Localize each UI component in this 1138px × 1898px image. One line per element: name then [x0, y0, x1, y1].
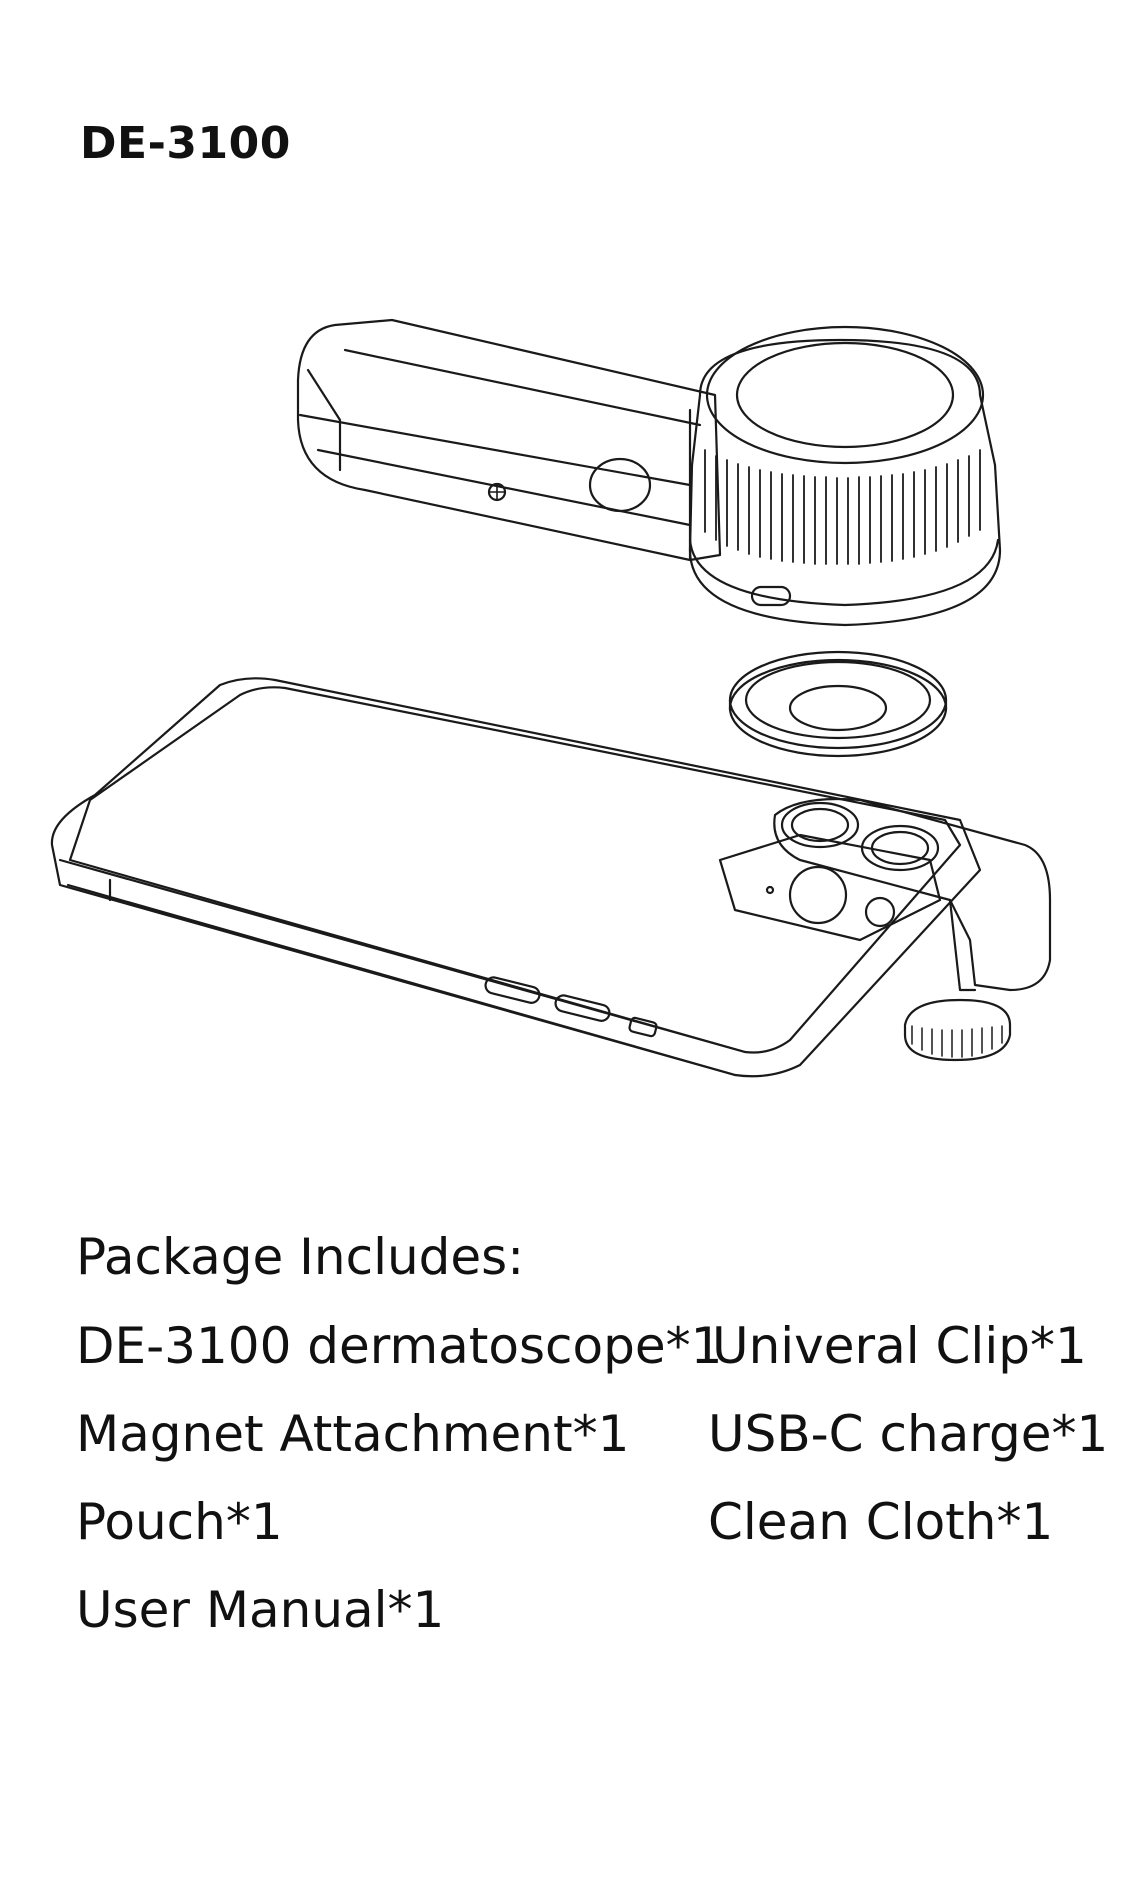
- package-heading: Package Includes:: [76, 1228, 525, 1286]
- product-illustration: [50, 318, 1052, 1078]
- lens-knurl: [911, 1025, 1003, 1058]
- package-item-pouch: Pouch*1: [76, 1493, 283, 1551]
- package-item-magnet-attachment: Magnet Attachment*1: [76, 1405, 630, 1463]
- package-item-clean-cloth: Clean Cloth*1: [708, 1493, 1054, 1551]
- model-title: DE-3100: [80, 118, 291, 169]
- package-item-usb-c-charge: USB-C charge*1: [708, 1405, 1109, 1463]
- package-item-universal-clip: Univeral Clip*1: [712, 1317, 1087, 1375]
- package-item-user-manual: User Manual*1: [76, 1581, 445, 1639]
- dermatoscope-device: [296, 318, 1002, 627]
- smartphone-with-clip: [50, 677, 1052, 1078]
- magnet-attachment-ring: [728, 650, 948, 758]
- package-item-dermatoscope: DE-3100 dermatoscope*1: [76, 1317, 723, 1375]
- grip-ribs: [704, 449, 981, 565]
